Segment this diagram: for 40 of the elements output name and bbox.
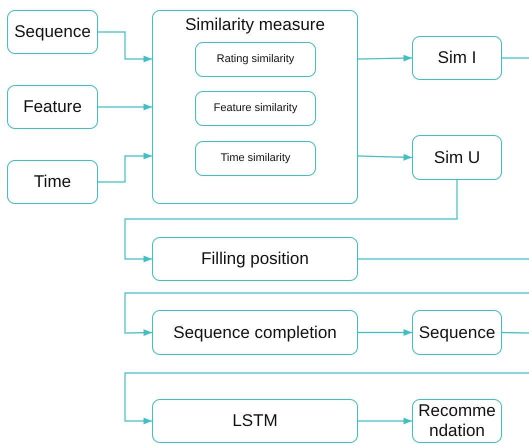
group-box	[152, 10, 358, 204]
process-box	[7, 85, 98, 129]
process-box	[7, 10, 98, 54]
box-label: Sequence completion	[173, 322, 337, 342]
box-label: Sim I	[438, 48, 476, 68]
process-box	[152, 399, 358, 443]
process-box	[152, 237, 358, 281]
box-label: Sequence	[418, 322, 496, 342]
box-label: Sequence	[14, 22, 91, 42]
process-box	[195, 42, 316, 77]
box-label: Sim U	[434, 148, 480, 168]
arrow	[124, 180, 458, 262]
arrow	[358, 418, 412, 424]
box-label: Rating similarity	[216, 53, 294, 66]
process-box	[7, 160, 98, 204]
arrow	[358, 329, 412, 336]
process-box	[195, 91, 316, 126]
connector-line	[502, 57, 529, 59]
arrow	[124, 292, 529, 336]
process-box	[412, 310, 502, 355]
box-label: Time	[34, 172, 72, 192]
arrow	[358, 154, 412, 161]
box-label: Recommendation	[417, 401, 497, 441]
connector-line	[502, 332, 529, 334]
process-box	[152, 310, 358, 355]
box-label: Feature similarity	[214, 102, 298, 115]
box-label: Feature	[23, 97, 82, 117]
process-box	[412, 36, 502, 80]
connector-line	[358, 258, 529, 260]
box-label: Time similarity	[220, 152, 290, 165]
arrow	[98, 104, 152, 110]
arrow	[98, 152, 152, 183]
arrow	[358, 54, 412, 62]
box-label: Filling position	[201, 249, 309, 269]
process-box	[412, 135, 502, 180]
box-label: Similarity measure	[185, 15, 325, 35]
process-box	[195, 141, 316, 176]
arrow	[124, 372, 529, 424]
box-label: LSTM	[232, 411, 278, 431]
arrow	[98, 31, 152, 62]
